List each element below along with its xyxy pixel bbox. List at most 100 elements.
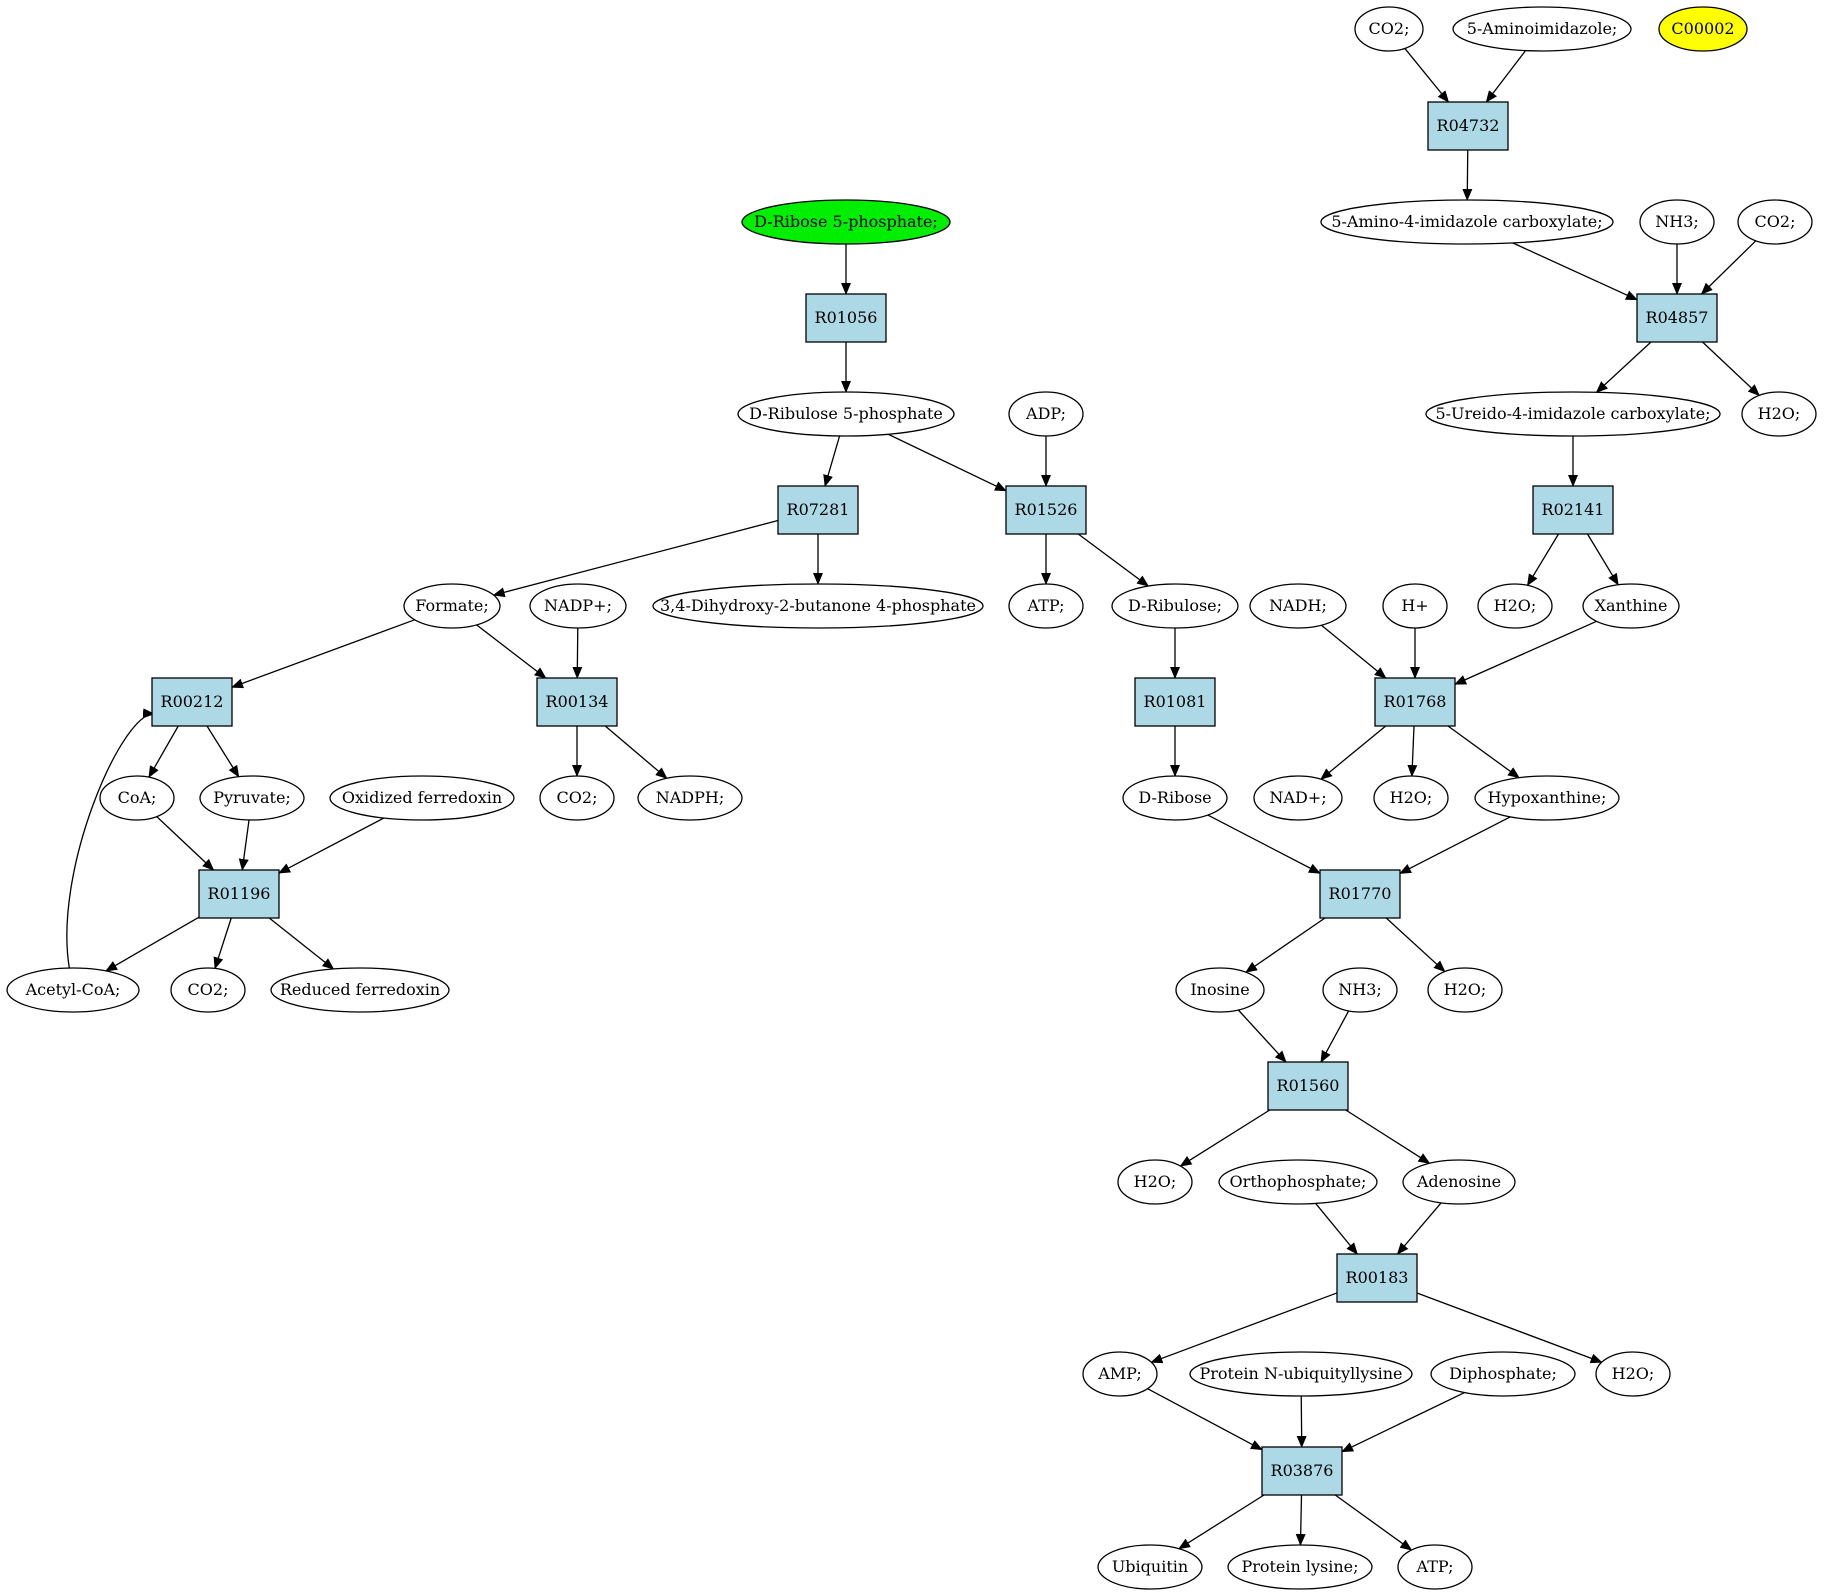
edge-hypoxanthine-to-r01770 (1399, 816, 1511, 875)
compound-ellipse (1097, 1544, 1203, 1590)
compound-node-hplus: H+ (1382, 583, 1448, 629)
edge-coa-to-r01196 (156, 816, 215, 871)
compound-label: Inosine (1190, 980, 1249, 999)
compound-node-nad: NAD+; (1253, 775, 1343, 821)
compound-label: Reduced ferredoxin (280, 980, 440, 999)
compound-node-atp_a: ATP; (1008, 583, 1084, 629)
compound-label: Ubiquitin (1112, 1557, 1188, 1576)
edge-formate-to-r00212 (231, 619, 415, 689)
edge-r00183-to-amp (1150, 1292, 1338, 1364)
reaction-label: R07281 (787, 500, 850, 519)
compound-ellipse (199, 775, 305, 821)
compound-label: 5-Amino-4-imidazole carboxylate; (1331, 212, 1602, 231)
compound-node-coa: CoA; (99, 775, 175, 821)
compound-label: 5-Aminoimidazole; (1467, 19, 1618, 38)
edge-r00183-to-h2o_f (1416, 1292, 1603, 1364)
compound-ellipse (1452, 6, 1632, 52)
reaction-label: R01196 (208, 884, 271, 903)
compound-node-protein_nub: Protein N-ubiquityllysine (1189, 1351, 1413, 1397)
compound-label: D-Ribose (1138, 788, 1211, 807)
reaction-node-r02141: R02141 (1532, 485, 1614, 535)
edge-r07281-to-formate (492, 519, 779, 598)
compound-node-protein_lysine: Protein lysine; (1227, 1544, 1373, 1590)
compound-node-h2o_d: H2O; (1427, 967, 1503, 1013)
reaction-box (1261, 1446, 1343, 1496)
compound-ellipse (329, 775, 515, 821)
edge-orthophosphate-to-r00183 (1315, 1203, 1358, 1255)
compound-node-atp_b: ATP; (1397, 1544, 1473, 1590)
compound-node-nh3_a: NH3; (1639, 199, 1715, 245)
compound-node-ribulose5p: D-Ribulose 5-phosphate (737, 391, 955, 437)
compound-ellipse (652, 583, 984, 629)
compound-ellipse (1373, 775, 1449, 821)
reaction-label: R01560 (1277, 1076, 1340, 1095)
compound-ellipse (403, 583, 501, 629)
compound-node-ox_ferredoxin: Oxidized ferredoxin (329, 775, 515, 821)
edge-dribose-to-r01770 (1207, 814, 1321, 874)
edge-adenosine-to-r00183 (1396, 1202, 1442, 1255)
compound-node-ribose5p: D-Ribose 5-phosphate; (741, 199, 951, 245)
reaction-node-r03876: R03876 (1261, 1446, 1343, 1496)
compound-ellipse (1227, 1544, 1373, 1590)
edge-nadh-to-r01768 (1320, 624, 1387, 679)
compound-label: H2O; (1758, 404, 1801, 423)
edge-r04857-to-h2o_a (1702, 341, 1760, 397)
compound-label: CO2; (557, 788, 598, 807)
edge-r00212-to-coa (148, 725, 179, 779)
edge-aminoimidazole_carbox-to-r04857 (1512, 242, 1638, 301)
reaction-node-r01056: R01056 (805, 293, 887, 343)
compound-ellipse (1175, 967, 1265, 1013)
compound-ellipse (1218, 1159, 1378, 1205)
compound-label: Diphosphate; (1449, 1364, 1557, 1383)
reaction-node-r00212: R00212 (151, 677, 233, 727)
edge-r03876-to-protein_lysine (1295, 1494, 1306, 1547)
reaction-box (1267, 1061, 1349, 1111)
compound-node-acetylcoa: Acetyl-CoA; (6, 967, 140, 1013)
edge-r02141-to-xanthine (1586, 533, 1619, 586)
compound-node-co2_d: CO2; (170, 967, 246, 1013)
compound-ellipse (1427, 967, 1503, 1013)
compound-ellipse (1253, 775, 1343, 821)
edge-r02141-to-h2o_b (1526, 533, 1560, 587)
reaction-box (777, 485, 859, 535)
reaction-node-r04857: R04857 (1636, 293, 1718, 343)
edge-formate-to-r00134 (476, 624, 547, 679)
compound-label: Adenosine (1416, 1172, 1501, 1191)
compound-ellipse (1189, 1351, 1413, 1397)
edge-amp-to-r03876 (1147, 1388, 1263, 1451)
compound-label: Orthophosphate; (1230, 1172, 1367, 1191)
reaction-box (1319, 869, 1401, 919)
compound-label: H2O; (1444, 980, 1487, 999)
compound-node-formate: Formate; (403, 583, 501, 629)
compound-node-co2_a: CO2; (1354, 6, 1424, 52)
reaction-node-r01770: R01770 (1319, 869, 1401, 919)
edge-acetylcoa-to-r00212 (66, 708, 155, 969)
compound-ellipse (1477, 583, 1553, 629)
reaction-label: R04857 (1646, 308, 1709, 327)
compound-ellipse (1249, 583, 1347, 629)
reaction-label: R01056 (815, 308, 878, 327)
edge-r04857-to-ureido (1595, 341, 1652, 393)
edge-co2_a-to-r04732 (1404, 48, 1450, 103)
compound-ellipse (1425, 391, 1721, 437)
compound-node-pyruvate: Pyruvate; (199, 775, 305, 821)
reaction-node-r07281: R07281 (777, 485, 859, 535)
compound-node-xanthine: Xanthine (1582, 583, 1680, 629)
compound-node-h2o_e: H2O; (1117, 1159, 1193, 1205)
compound-ellipse (1117, 1159, 1193, 1205)
reaction-box (1336, 1253, 1418, 1303)
compound-label: NAD+; (1269, 788, 1326, 807)
compound-node-c00002: C00002 (1658, 6, 1748, 52)
compound-label: Protein lysine; (1241, 1557, 1358, 1576)
compound-ellipse (1008, 391, 1084, 437)
reaction-box (198, 869, 280, 919)
compound-label: Hypoxanthine; (1488, 788, 1607, 807)
edge-inosine-to-r01560 (1237, 1009, 1287, 1063)
compound-node-aminoimidazole: 5-Aminoimidazole; (1452, 6, 1632, 52)
compound-ellipse (539, 775, 615, 821)
edge-r01196-to-red_ferredoxin (268, 917, 335, 970)
compound-label: NH3; (1655, 212, 1699, 231)
compound-node-red_ferredoxin: Reduced ferredoxin (270, 967, 450, 1013)
compound-node-ribulose: D-Ribulose; (1111, 583, 1239, 629)
